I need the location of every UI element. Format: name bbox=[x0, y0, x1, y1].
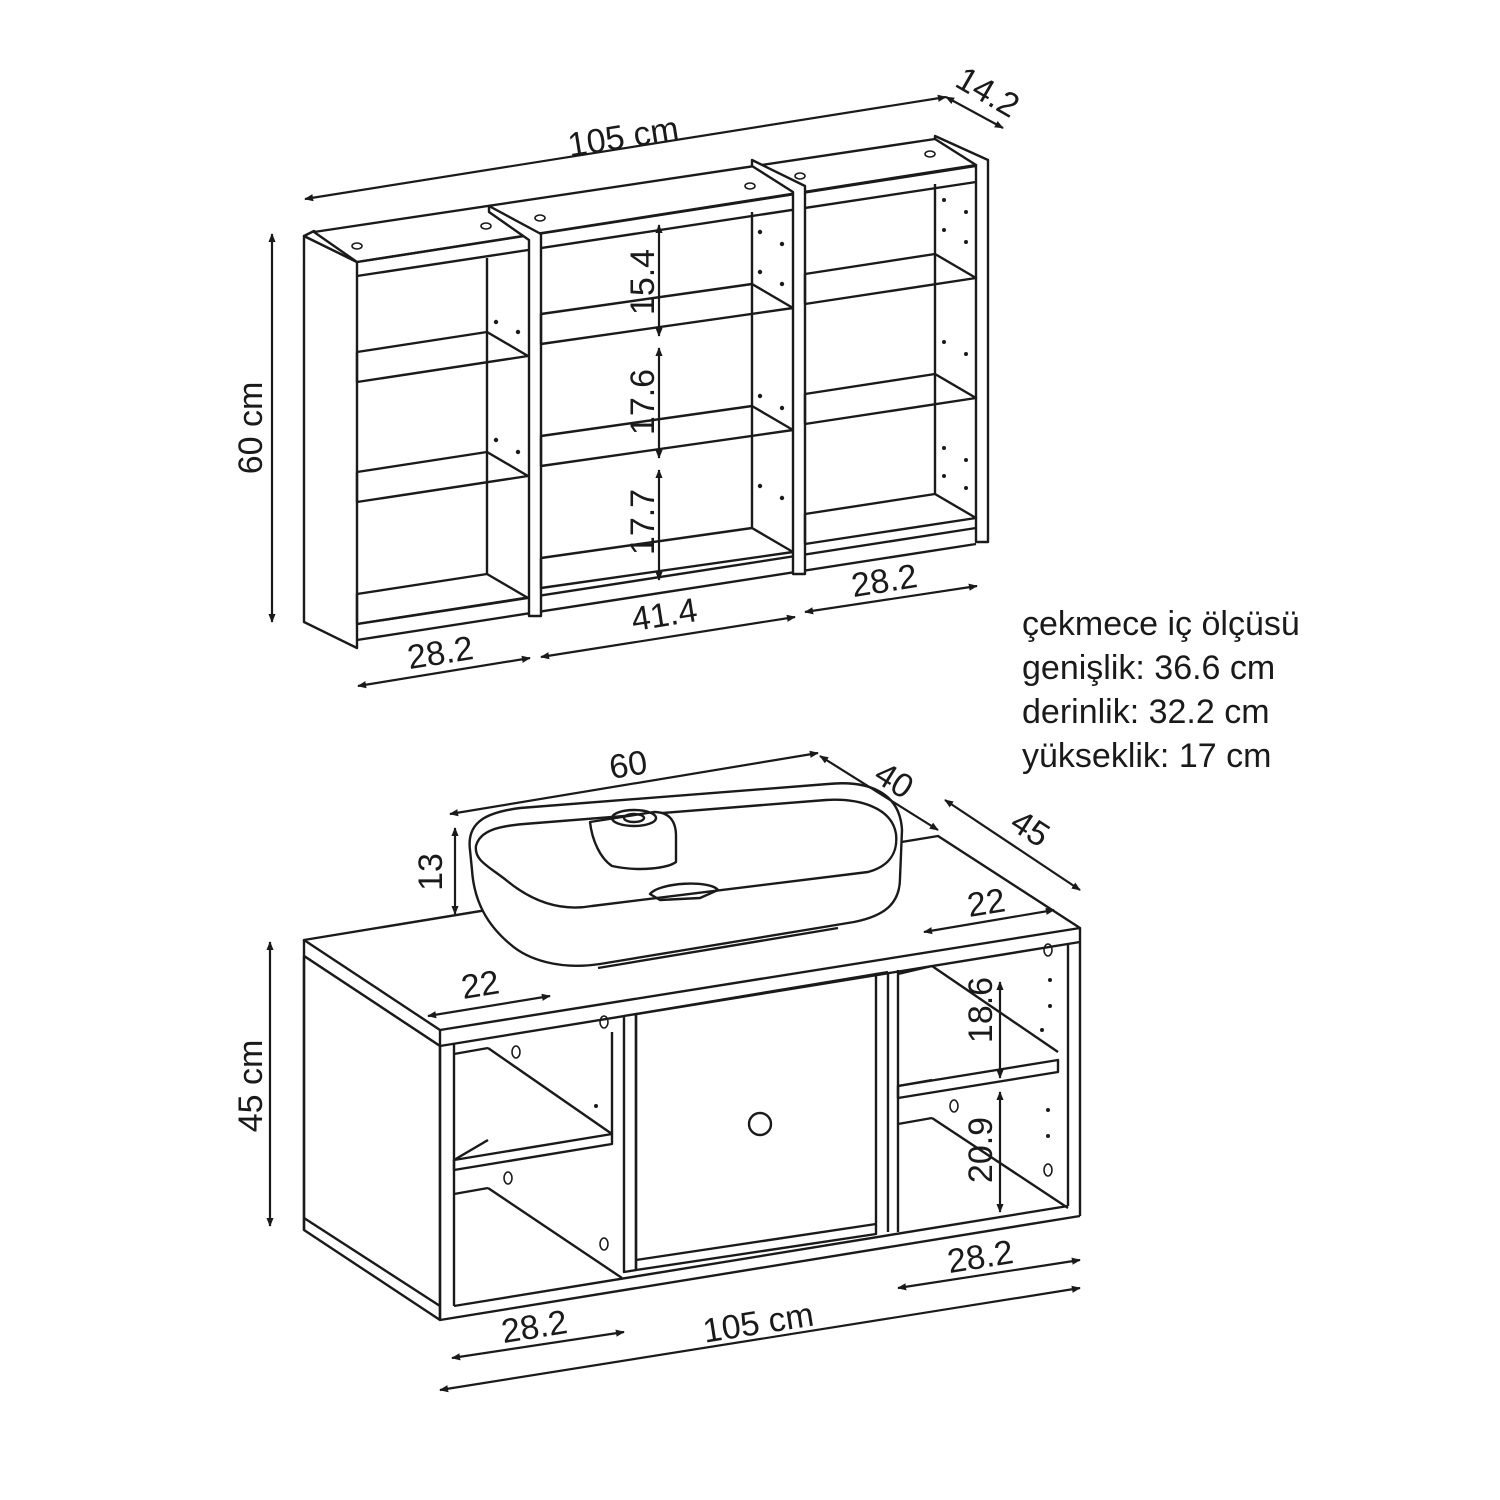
drawer-note-title: çekmece iç ölçüsü bbox=[1022, 605, 1300, 643]
basin-width-arrow bbox=[449, 750, 819, 817]
shelf-divider-left bbox=[487, 204, 543, 618]
shelf-gap-bottom-label: 17.7 bbox=[624, 489, 662, 555]
shelf-top-board bbox=[312, 137, 978, 264]
shelf-height-label: 60 cm bbox=[232, 382, 270, 475]
shelf-peg-holes bbox=[493, 198, 968, 501]
vanity-left-depth-label: 22 bbox=[459, 963, 502, 1006]
basin-height-label: 13 bbox=[412, 853, 450, 891]
basin-depth-arrow bbox=[819, 755, 939, 831]
drawer-inner-dimensions-note: çekmece iç ölçüsü genişlik: 36.6 cm deri… bbox=[1022, 602, 1482, 778]
vanity-right-width-label: 28.2 bbox=[945, 1233, 1016, 1281]
shelf-right-width-label: 28.2 bbox=[849, 557, 920, 605]
basin-width-label: 60 bbox=[607, 743, 650, 786]
shelf-depth-label: 14.2 bbox=[949, 59, 1025, 125]
shelf-divider-right bbox=[750, 158, 807, 576]
vanity-right-depth-label: 22 bbox=[965, 881, 1008, 924]
shelf-width-label: 105 cm bbox=[565, 110, 681, 165]
shelf-width-arrow bbox=[304, 94, 947, 202]
shelf-middle-width-label: 41.4 bbox=[629, 591, 700, 639]
vanity-door bbox=[622, 1012, 638, 1274]
vanity-left-width-label: 28.2 bbox=[499, 1303, 570, 1351]
shelf-depth-arrow bbox=[945, 96, 1004, 129]
door-knob bbox=[747, 1111, 773, 1137]
wall-shelf-drawing bbox=[268, 94, 1004, 689]
shelf-right-panel bbox=[933, 134, 990, 544]
vanity-depth-arrow bbox=[944, 799, 1081, 891]
vanity-height-label: 45 cm bbox=[232, 1040, 270, 1133]
drawer-note-width: genişlik: 36.6 cm bbox=[1022, 649, 1276, 687]
vanity-right-bottom-gap-label: 20.9 bbox=[962, 1117, 1000, 1183]
vanity-depth-label: 45 bbox=[1004, 803, 1056, 855]
shelf-left-panel bbox=[302, 234, 359, 650]
shelf-left-width-label: 28.2 bbox=[405, 629, 476, 677]
drawer-note-height: yükseklik: 17 cm bbox=[1022, 737, 1272, 775]
vanity-right-top-gap-label: 18.6 bbox=[962, 977, 1000, 1043]
vanity-total-width-label: 105 cm bbox=[700, 1296, 816, 1351]
drawer-note-depth: derinlik: 32.2 cm bbox=[1022, 693, 1270, 731]
vanity-drawing bbox=[266, 750, 1082, 1393]
shelf-gap-top-label: 15.4 bbox=[624, 249, 662, 315]
faucet-mount bbox=[588, 810, 678, 871]
shelf-gap-middle-label: 17.6 bbox=[624, 369, 662, 435]
